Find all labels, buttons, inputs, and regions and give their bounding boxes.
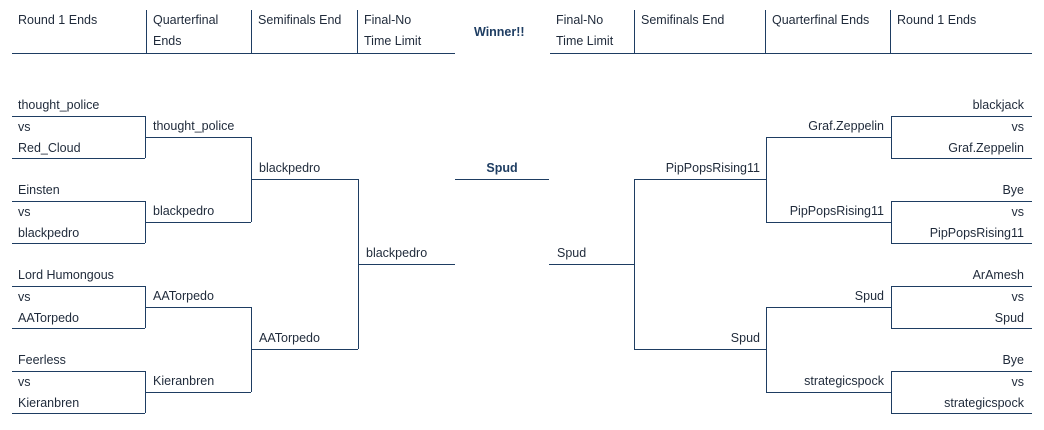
quarterfinal-left-player: Kieranbren: [153, 374, 215, 388]
round1-left-player-a: Einsten: [18, 183, 60, 197]
header-right-col-1: Semifinals End: [635, 10, 766, 54]
round1-left-player-a: thought_police: [18, 98, 100, 112]
vs-label: vs: [18, 375, 31, 389]
vs-label: vs: [18, 290, 31, 304]
quarterfinal-right-player: Graf.Zeppelin: [808, 119, 884, 133]
bracket-line: [891, 116, 1032, 117]
bracket-line: [12, 371, 145, 372]
quarterfinal-right-player: strategicspock: [804, 374, 884, 388]
bracket-line: [891, 286, 1032, 287]
round1-right-player-a: blackjack: [972, 98, 1024, 112]
bracket-line: [634, 179, 766, 180]
bracket-line: [145, 222, 251, 223]
winner-name: Spud: [486, 161, 518, 175]
header-right-col-3: Round 1 Ends: [897, 13, 977, 27]
bracket-line: [145, 392, 251, 393]
header-underline-right: [550, 53, 1032, 54]
round1-left-player-a: Feerless: [18, 353, 66, 367]
round1-right-player-a: Bye: [1002, 353, 1024, 367]
bracket-line: [891, 243, 1032, 244]
round1-right-player-b: PipPopsRising11: [929, 226, 1024, 240]
bracket-line: [891, 158, 1032, 159]
round1-right-player-a: ArAmesh: [972, 268, 1024, 282]
round1-left-player-b: Kieranbren: [18, 396, 80, 410]
bracket-line: [891, 201, 1032, 202]
vs-label: vs: [1011, 375, 1025, 389]
vs-label: vs: [1011, 120, 1025, 134]
semifinal-left-player: AATorpedo: [259, 331, 320, 345]
bracket-line: [145, 307, 251, 308]
bracket-line: [12, 116, 145, 117]
semifinal-left-player: blackpedro: [259, 161, 321, 175]
bracket-line: [891, 371, 892, 413]
bracket-line: [766, 137, 891, 138]
quarterfinal-right-player: PipPopsRising11: [789, 204, 884, 218]
header-left-col-2: Semifinals End: [252, 10, 358, 54]
quarterfinal-left-player: thought_police: [153, 119, 235, 133]
bracket-line: [12, 201, 145, 202]
bracket-line: [766, 307, 767, 392]
header-underline-left: [12, 53, 455, 54]
quarterfinal-right-player: Spud: [854, 289, 884, 303]
bracket-line: [891, 328, 1032, 329]
bracket-line: [549, 264, 634, 265]
bracket-line: [251, 179, 358, 180]
vs-label: vs: [18, 205, 31, 219]
bracket-line: [12, 158, 145, 159]
round1-right-player-a: Bye: [1002, 183, 1024, 197]
bracket-line: [891, 201, 892, 243]
header-left-col-0: Round 1 Ends: [12, 10, 147, 54]
final-right-player: Spud: [557, 246, 587, 260]
bracket-line: [891, 286, 892, 328]
vs-label: vs: [18, 120, 31, 134]
quarterfinal-left-player: AATorpedo: [153, 289, 214, 303]
bracket-line: [766, 307, 891, 308]
winner-heading: Winner!!: [474, 25, 525, 39]
vs-label: vs: [1011, 205, 1025, 219]
bracket-line: [12, 328, 145, 329]
semifinal-right-player: Spud: [730, 331, 760, 345]
bracket-line: [766, 222, 891, 223]
round1-left-player-a: Lord Humongous: [18, 268, 114, 282]
round1-left-player-b: blackpedro: [18, 226, 80, 240]
bracket-line: [634, 179, 635, 349]
bracket-line: [634, 349, 766, 350]
bracket-line: [251, 349, 358, 350]
round1-left-player-b: Red_Cloud: [18, 141, 81, 155]
bracket-line: [12, 286, 145, 287]
bracket-line: [891, 371, 1032, 372]
bracket-line: [891, 413, 1032, 414]
final-left-player: blackpedro: [366, 246, 428, 260]
semifinal-right-player: PipPopsRising11: [665, 161, 760, 175]
bracket-line: [12, 243, 145, 244]
round1-right-player-b: strategicspock: [944, 396, 1024, 410]
bracket-line: [766, 392, 891, 393]
bracket-line: [891, 116, 892, 158]
round1-left-player-b: AATorpedo: [18, 311, 79, 325]
winner-line: [455, 179, 549, 180]
bracket-line: [145, 137, 251, 138]
vs-label: vs: [1011, 290, 1025, 304]
round1-right-player-b: Spud: [994, 311, 1024, 325]
bracket-line: [358, 264, 455, 265]
round1-right-player-b: Graf.Zeppelin: [948, 141, 1024, 155]
header-right-col-2: Quarterfinal Ends: [766, 10, 891, 54]
bracket-line: [12, 413, 145, 414]
quarterfinal-left-player: blackpedro: [153, 204, 215, 218]
bracket-line: [766, 137, 767, 222]
